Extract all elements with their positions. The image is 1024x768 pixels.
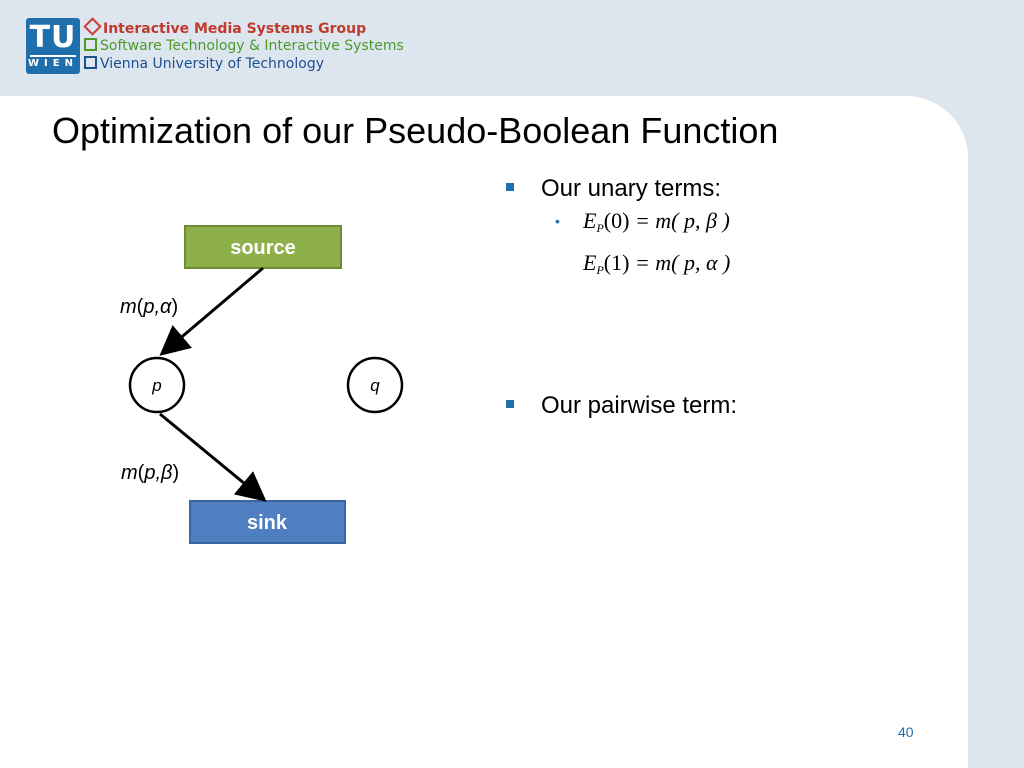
edge-bottom-open-paren: ( bbox=[138, 462, 145, 484]
edge-source-to-p bbox=[159, 266, 264, 356]
edge-bottom-close-paren: ) bbox=[172, 462, 179, 484]
logo-letters: TU bbox=[29, 20, 77, 55]
bullet-square-icon bbox=[506, 183, 514, 191]
eq2-rhs: = m( p, α ) bbox=[634, 250, 731, 275]
eq1-rhs: = m( p, β ) bbox=[634, 208, 730, 233]
node-q-label: q bbox=[370, 376, 380, 395]
edge-bottom-label: m(p,β) bbox=[121, 462, 179, 484]
node-p-label: p bbox=[151, 376, 161, 395]
edge-top-label: m(p,α) bbox=[120, 296, 178, 318]
equation-ep1: EP(1) = m( p, α ) bbox=[583, 250, 730, 278]
blue-square-icon bbox=[84, 56, 97, 69]
bullet-unary-terms: Our unary terms: bbox=[541, 175, 722, 202]
green-square-icon bbox=[84, 38, 97, 51]
page-number: 40 bbox=[898, 724, 914, 740]
group-stis-text: Software Technology & Interactive System… bbox=[100, 38, 404, 54]
group-line-stis: Software Technology & Interactive System… bbox=[84, 38, 404, 55]
bullet-pairwise-term: Our pairwise term: bbox=[541, 392, 738, 419]
eq2-sub: P bbox=[596, 263, 604, 277]
group-line-ims: Interactive Media Systems Group bbox=[83, 17, 367, 37]
eq1-lhs: E bbox=[583, 208, 597, 233]
edge-p-to-sink bbox=[159, 412, 267, 502]
edge-bottom-args: p,β bbox=[143, 462, 172, 484]
eq2-lhs: E bbox=[583, 250, 597, 275]
page-title: Optimization of our Pseudo-Boolean Funct… bbox=[52, 110, 779, 151]
edge-top-func: m bbox=[120, 296, 137, 318]
group-tuwien-text: Vienna University of Technology bbox=[100, 56, 324, 72]
tu-badge: TU WIEN bbox=[26, 18, 80, 74]
equation-ep0: EP(0) = m( p, β ) bbox=[583, 208, 730, 236]
group-line-tuwien: Vienna University of Technology bbox=[84, 56, 324, 73]
eq1-arg: (0) bbox=[603, 208, 630, 233]
edge-top-args: p,α bbox=[142, 296, 172, 318]
group-ims-text: Interactive Media Systems Group bbox=[103, 21, 367, 37]
source-label: source bbox=[230, 237, 296, 259]
eq2-arg: (1) bbox=[603, 250, 630, 275]
sub-bullet-dot-icon: • bbox=[555, 213, 560, 229]
eq1-sub: P bbox=[596, 221, 604, 235]
node-q bbox=[346, 356, 404, 414]
slide-background bbox=[0, 96, 968, 768]
edge-top-open-paren: ( bbox=[137, 296, 144, 318]
logo-divider bbox=[30, 55, 76, 57]
sink-label: sink bbox=[247, 512, 288, 534]
bullet-square-icon bbox=[506, 400, 514, 408]
edge-top-close-paren: ) bbox=[171, 296, 178, 318]
logo-sub: WIEN bbox=[28, 58, 78, 69]
edge-bottom-func: m bbox=[121, 462, 138, 484]
node-p bbox=[128, 356, 186, 414]
sink-node bbox=[189, 500, 346, 544]
